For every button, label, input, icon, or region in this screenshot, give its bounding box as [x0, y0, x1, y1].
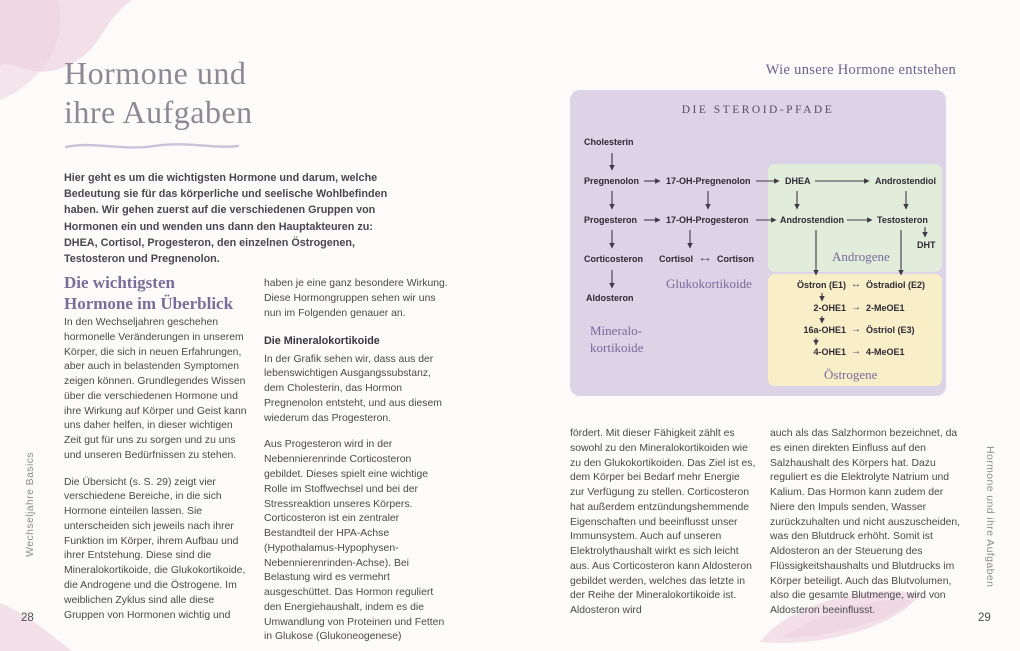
diagram-node-dht: DHT [917, 240, 936, 250]
body-paragraph: In den Wechseljahren geschehen hormonell… [64, 317, 247, 461]
body-paragraph: In der Grafik sehen wir, dass aus der le… [264, 353, 442, 424]
diagram-node-androstendiol: Androstendiol [875, 176, 936, 186]
left-page-number: 28 [21, 612, 34, 624]
diagram-node-2-ohe1: 2-OHE1 [813, 302, 846, 313]
arrow-both-icon: ↔ [697, 253, 713, 264]
diagram-node-testosteron: Testosteron [877, 215, 928, 225]
body-paragraph: Die Übersicht (s. S. 29) zeigt vier vers… [64, 476, 246, 621]
diagram-node-2-meoe1: 2-MeOE1 [866, 302, 905, 313]
arrow-right-icon: → [851, 346, 861, 357]
arrow-right-icon: → [851, 302, 861, 313]
right-column-2: auch als das Salzhormon bezeichnet, da e… [770, 427, 963, 619]
diagram-row-2ohe1: 2-OHE1 → 2-MeOE1 [780, 302, 905, 313]
group-label-mineralo-line1: Mineralo- [590, 323, 642, 338]
diagram-node-17-oh-pregnenolon: 17-OH-Pregnenolon [666, 176, 751, 186]
diagram-node-oestron-e1: Östron (E1) [796, 279, 846, 290]
diagram-node-16a-ohe1: 16a-OHE1 [803, 324, 846, 335]
androgene-group-box [768, 164, 942, 272]
diagram-title: DIE STEROID-PFADE [681, 104, 835, 116]
diagram-node-pregnenolon: Pregnenolon [584, 176, 640, 186]
diagram-node-4-ohe1: 4-OHE1 [813, 346, 846, 357]
oestrogene-group-box [768, 274, 942, 386]
page-title: Hormone und ihre Aufgaben [64, 54, 253, 132]
left-edge-chapter-label: Wechseljahre Basics [24, 452, 36, 557]
diagram-node-progesteron: Progesteron [584, 215, 638, 225]
watercolor-blob-bottom-left-icon [0, 603, 72, 651]
diagram-node-androstendion: Androstendion [780, 215, 844, 225]
page-title-line2: ihre Aufgaben [64, 94, 253, 131]
body-paragraph: fördert. Mit dieser Fähigkeit zählt es s… [570, 428, 756, 617]
diagram-node-cholesterin: Cholesterin [584, 137, 634, 147]
diagram-connector-arrows-icon [609, 153, 928, 346]
steroid-pathways-diagram: DIE STEROID-PFADE [570, 90, 946, 396]
group-label-mineralo-line2: kortikoide [590, 339, 644, 355]
diagram-row-16a-ohe1: 16a-OHE1 → Östriol (E3) [780, 324, 915, 335]
group-label-oestrogene: Östrogene [824, 367, 878, 382]
right-edge-chapter-label: Hormone und ihre Aufgaben [984, 446, 996, 588]
diagram-node-cortisol: Cortisol [659, 253, 694, 264]
section-heading-line1: Die wichtigsten [64, 273, 175, 292]
right-page-header: Wie unsere Hormone entstehen [765, 62, 956, 78]
diagram-node-oestradiol-e2: Östradiol (E2) [866, 279, 926, 290]
diagram-row-oestron-oestradiol: Östron (E1) ↔ Östradiol (E2) [780, 279, 925, 290]
diagram-node-corticosteron: Corticosteron [584, 254, 644, 264]
group-label-androgene: Androgene [832, 249, 890, 264]
diagram-node-aldosteron: Aldosteron [586, 293, 634, 303]
diagram-node-oestriol-e3: Östriol (E3) [866, 324, 915, 335]
arrow-right-icon: → [851, 324, 861, 335]
body-paragraph: Aus Progesteron wird in der Nebennierenr… [264, 439, 445, 643]
arrow-both-icon: ↔ [851, 279, 861, 290]
left-column-1: In den Wechseljahren geschehen hormonell… [64, 316, 248, 623]
section-heading-overview: Die wichtigsten Hormone im Überblick [64, 272, 233, 315]
left-column-2: haben je eine ganz besondere Wirkung. Di… [264, 277, 451, 645]
group-label-mineralokortikoide: Mineralo- kortikoide [590, 323, 643, 357]
group-label-glukokortikoide: Glukokortikoide [666, 276, 752, 291]
right-page-number: 29 [978, 612, 991, 624]
diagram-row-4ohe1: 4-OHE1 → 4-MeOE1 [780, 346, 905, 357]
right-column-1: fördert. Mit dieser Fähigkeit zählt es s… [570, 427, 757, 619]
subheading-mineralokortikoide: Die Mineralokortikoide [264, 335, 380, 348]
diagram-node-dhea: DHEA [785, 176, 811, 186]
body-paragraph: haben je eine ganz besondere Wirkung. Di… [264, 278, 448, 319]
section-heading-line2: Hormone im Überblick [64, 294, 234, 314]
diagram-node-cortison: Cortison [717, 253, 755, 264]
diagram-row-cortisol-cortison: Cortisol ↔ Cortison [659, 253, 754, 264]
diagram-node-17-oh-progesteron: 17-OH-Progesteron [666, 215, 749, 225]
body-paragraph: auch als das Salzhormon bezeichnet, da e… [770, 428, 961, 617]
intro-paragraph: Hier geht es um die wichtigsten Hormone … [64, 172, 388, 265]
page-title-line1: Hormone und [64, 55, 247, 91]
diagram-node-4-meoe1: 4-MeOE1 [866, 346, 905, 357]
title-underline-squiggle-icon [64, 143, 240, 149]
